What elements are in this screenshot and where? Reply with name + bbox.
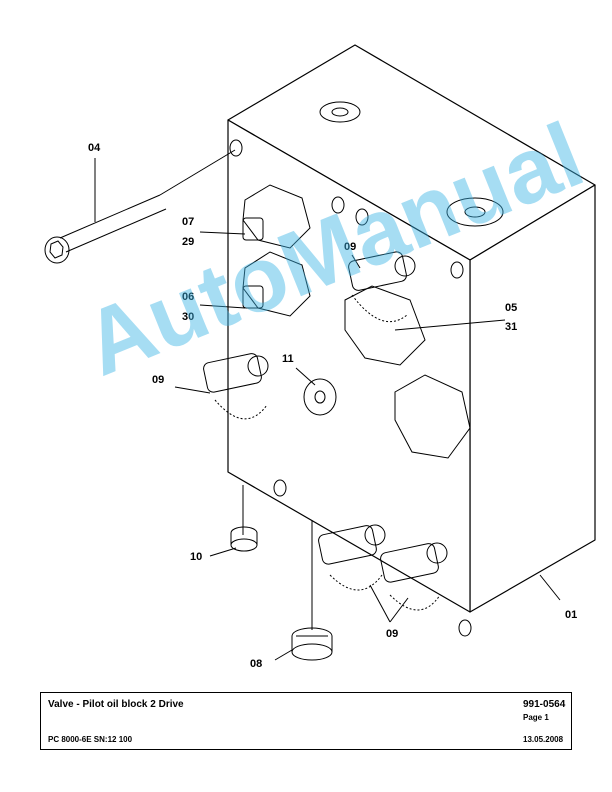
title-block: Valve - Pilot oil block 2 Drive PC 8000-… [40, 692, 572, 750]
callout-09-left: 09 [152, 374, 164, 386]
callout-05: 05 [505, 302, 517, 314]
callout-31: 31 [505, 321, 517, 333]
callout-30: 30 [182, 311, 194, 323]
document-date: 13.05.2008 [523, 735, 564, 744]
test-coupling-left [203, 353, 269, 420]
callout-08: 08 [250, 658, 262, 670]
bolt-04 [44, 149, 236, 264]
valve-block-front-face [227, 119, 471, 613]
callout-07: 07 [182, 216, 194, 228]
page-number: Page 1 [523, 713, 549, 722]
callout-29: 29 [182, 236, 194, 248]
callout-06: 06 [182, 291, 194, 303]
callout-11: 11 [282, 353, 294, 365]
callout-09-upper: 09 [344, 241, 356, 253]
exploded-view-drawing: 04 07 29 06 30 09 05 31 09 11 10 01 09 0… [44, 44, 596, 670]
test-coupling-upper [348, 251, 416, 323]
callout-01: 01 [565, 609, 577, 621]
test-coupling-lower-a [318, 524, 386, 591]
machine-model: PC 8000-6E SN:12 100 [48, 735, 133, 744]
test-coupling-lower-b [380, 542, 448, 611]
callout-04: 04 [88, 142, 101, 154]
document-number: 991-0564 [523, 699, 566, 710]
drawing-title: Valve - Pilot oil block 2 Drive [48, 699, 184, 710]
valve-block-right-face [469, 184, 596, 613]
callout-09-lower: 09 [386, 628, 398, 640]
callout-10: 10 [190, 551, 202, 563]
